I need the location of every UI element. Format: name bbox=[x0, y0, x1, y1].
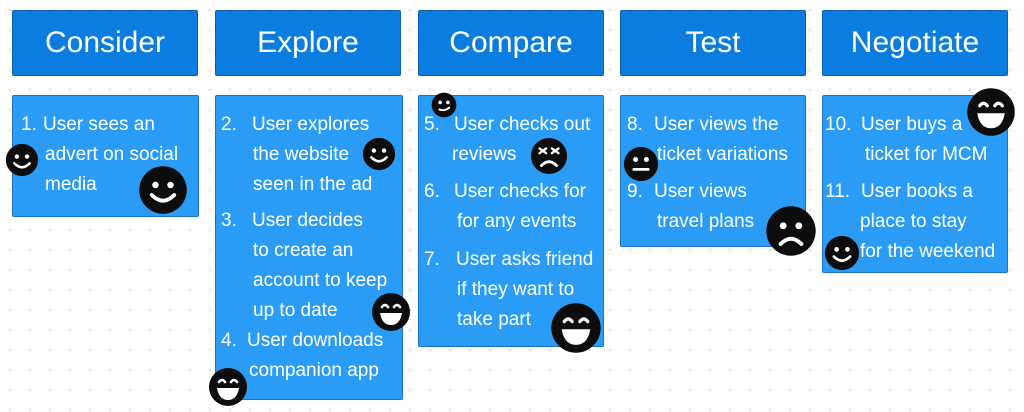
list-item: 10. User buys a bbox=[825, 110, 962, 140]
list-item-line: account to keep bbox=[253, 266, 387, 296]
item-line: seen in the ad bbox=[253, 174, 373, 195]
item-line: User explores bbox=[252, 114, 370, 135]
item-number: 10. bbox=[825, 114, 852, 135]
item-number: 3. bbox=[221, 210, 237, 231]
list-item: 8. User views the bbox=[627, 110, 779, 140]
item-line: User downloads bbox=[247, 330, 384, 351]
item-line: media bbox=[45, 174, 97, 195]
item-line: place to stay bbox=[860, 211, 967, 232]
item-line: the website bbox=[253, 144, 350, 165]
item-line: User checks out bbox=[454, 114, 591, 135]
item-line: User sees an bbox=[43, 114, 155, 135]
item-line: companion app bbox=[249, 360, 379, 381]
list-item-line: if they want to bbox=[457, 275, 574, 305]
list-item-line: media bbox=[45, 170, 97, 200]
item-line: User checks for bbox=[454, 181, 586, 202]
header-label: Negotiate bbox=[850, 26, 980, 59]
list-item-line: up to date bbox=[253, 296, 338, 326]
item-line: User views the bbox=[654, 114, 779, 135]
item-line: for the weekend bbox=[860, 241, 996, 262]
list-item: 11. User books a bbox=[825, 177, 973, 207]
header-label: Consider bbox=[44, 26, 166, 59]
list-item: 2. User explores bbox=[221, 110, 369, 140]
item-line: User buys a bbox=[861, 114, 963, 135]
column-header-explore: Explore bbox=[215, 10, 401, 76]
list-item: 6. User checks for bbox=[424, 177, 586, 207]
item-number: 6. bbox=[424, 181, 440, 202]
list-item-line: the website bbox=[253, 140, 349, 170]
item-line: travel plans bbox=[657, 211, 755, 232]
list-item: 4. User downloads bbox=[221, 326, 383, 356]
column-header-negotiate: Negotiate bbox=[822, 10, 1008, 76]
item-line: for any events bbox=[457, 211, 577, 232]
item-number: 7. bbox=[424, 249, 440, 270]
grin-icon bbox=[209, 368, 247, 406]
header-label: Test bbox=[685, 26, 741, 59]
grin-icon bbox=[551, 303, 601, 353]
list-item-line: travel plans bbox=[657, 207, 754, 237]
list-item: 5. User checks out bbox=[424, 110, 590, 140]
angry-icon bbox=[530, 137, 568, 175]
item-number: 11. bbox=[825, 181, 851, 202]
list-item-line: ticket variations bbox=[657, 140, 788, 170]
item-line: ticket for MCM bbox=[865, 144, 988, 165]
list-item-line: advert on social bbox=[45, 140, 178, 170]
item-number: 2. bbox=[221, 114, 237, 135]
item-line: account to keep bbox=[253, 270, 388, 291]
list-item-line: seen in the ad bbox=[253, 170, 372, 200]
neutral-icon bbox=[623, 146, 659, 182]
column-header-test: Test bbox=[620, 10, 806, 76]
header-label: Compare bbox=[449, 26, 573, 59]
item-line: advert on social bbox=[45, 144, 179, 165]
item-line: take part bbox=[457, 309, 531, 330]
list-item: 3. User decides bbox=[221, 206, 363, 236]
smile-icon bbox=[362, 137, 396, 171]
smile-icon bbox=[824, 235, 860, 271]
item-number: 9. bbox=[627, 181, 643, 202]
item-line: User views bbox=[654, 181, 747, 202]
item-line: if they want to bbox=[457, 279, 575, 300]
list-item-line: reviews bbox=[452, 140, 516, 170]
list-item-line: place to stay bbox=[860, 207, 967, 237]
item-number: 5. bbox=[424, 114, 440, 135]
sad-icon bbox=[766, 206, 816, 256]
list-item: 1. User sees an bbox=[21, 110, 155, 140]
smile-icon bbox=[139, 166, 187, 214]
item-line: ticket variations bbox=[657, 144, 788, 165]
column-header-consider: Consider bbox=[12, 10, 198, 76]
item-line: User books a bbox=[861, 181, 973, 202]
smile-icon bbox=[5, 143, 39, 177]
item-line: up to date bbox=[253, 300, 338, 321]
item-number: 4. bbox=[221, 330, 237, 351]
list-item-line: ticket for MCM bbox=[865, 140, 987, 170]
list-item-line: companion app bbox=[249, 356, 379, 386]
list-item-line: for the weekend bbox=[860, 237, 995, 267]
item-line: User asks friend bbox=[456, 249, 594, 270]
list-item-line: take part bbox=[457, 305, 531, 335]
list-item-line: for any events bbox=[457, 207, 576, 237]
list-item: 7. User asks friend bbox=[424, 245, 593, 275]
item-number: 1. bbox=[21, 114, 37, 135]
item-line: User decides bbox=[252, 210, 363, 231]
grin-icon bbox=[372, 293, 410, 331]
header-label: Explore bbox=[257, 26, 359, 59]
slight-smile-icon bbox=[431, 92, 457, 118]
item-number: 8. bbox=[627, 114, 643, 135]
item-line: to create an bbox=[253, 240, 354, 261]
grin-icon bbox=[967, 88, 1015, 136]
card-consider: 1. User sees an advert on social media bbox=[12, 95, 199, 217]
list-item: 9. User views bbox=[627, 177, 747, 207]
list-item-line: to create an bbox=[253, 236, 353, 266]
column-header-compare: Compare bbox=[418, 10, 604, 76]
item-line: reviews bbox=[452, 144, 517, 165]
